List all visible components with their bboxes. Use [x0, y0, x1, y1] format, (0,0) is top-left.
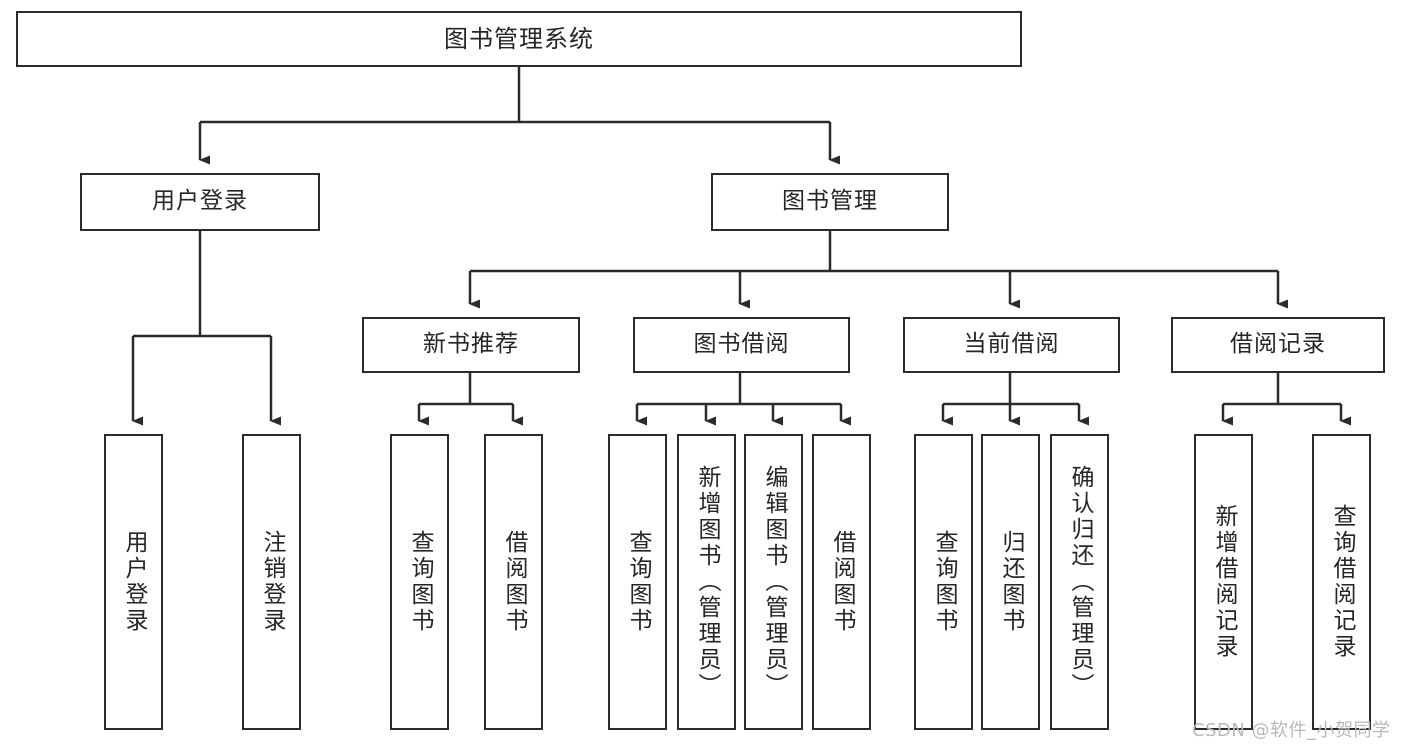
node-root-label: 图书管理系统	[444, 24, 594, 53]
node-new-book-recommend-label: 新书推荐	[423, 331, 519, 358]
leaf-return-book-label: 归还图书	[998, 530, 1024, 634]
leaf-edit-book-admin-label: 编辑图书（管理员）	[761, 465, 787, 699]
leaf-borrow-book-2-label: 借阅图书	[829, 530, 855, 634]
node-book-borrow[interactable]: 图书借阅	[633, 317, 850, 373]
leaf-query-borrow-record[interactable]: 查询借阅记录	[1312, 434, 1371, 730]
leaf-return-book[interactable]: 归还图书	[981, 434, 1040, 730]
leaf-user-login-label: 用户登录	[121, 530, 147, 634]
leaf-add-book-admin[interactable]: 新增图书（管理员）	[677, 434, 736, 730]
leaf-query-book-3[interactable]: 查询图书	[914, 434, 973, 730]
node-current-borrow[interactable]: 当前借阅	[903, 317, 1120, 373]
leaf-user-login[interactable]: 用户登录	[104, 434, 163, 730]
leaf-logout-login-label: 注销登录	[259, 530, 285, 634]
leaf-borrow-book-1-label: 借阅图书	[501, 530, 527, 634]
leaf-query-book-1[interactable]: 查询图书	[390, 434, 449, 730]
leaf-query-borrow-record-label: 查询借阅记录	[1329, 504, 1355, 660]
node-book-borrow-label: 图书借阅	[693, 331, 790, 358]
node-borrow-record[interactable]: 借阅记录	[1171, 317, 1385, 373]
node-book-manage[interactable]: 图书管理	[711, 173, 949, 231]
leaf-query-book-2[interactable]: 查询图书	[608, 434, 667, 730]
leaf-query-book-1-label: 查询图书	[407, 530, 433, 634]
node-user-login-label: 用户登录	[152, 188, 248, 215]
leaf-borrow-book-2[interactable]: 借阅图书	[812, 434, 871, 730]
node-book-manage-label: 图书管理	[782, 188, 878, 215]
node-current-borrow-label: 当前借阅	[963, 331, 1060, 358]
node-user-login[interactable]: 用户登录	[80, 173, 320, 231]
node-new-book-recommend[interactable]: 新书推荐	[362, 317, 580, 373]
leaf-confirm-return-admin[interactable]: 确认归还（管理员）	[1050, 434, 1109, 730]
leaf-add-borrow-record[interactable]: 新增借阅记录	[1194, 434, 1253, 730]
leaf-logout-login[interactable]: 注销登录	[242, 434, 301, 730]
node-root[interactable]: 图书管理系统	[16, 11, 1022, 67]
watermark-text: CSDN @软件_小贺同学	[1192, 720, 1391, 741]
leaf-add-borrow-record-label: 新增借阅记录	[1211, 504, 1237, 660]
leaf-query-book-3-label: 查询图书	[931, 530, 957, 634]
leaf-borrow-book-1[interactable]: 借阅图书	[484, 434, 543, 730]
leaf-query-book-2-label: 查询图书	[625, 530, 651, 634]
node-borrow-record-label: 借阅记录	[1230, 331, 1326, 358]
leaf-edit-book-admin[interactable]: 编辑图书（管理员）	[744, 434, 803, 730]
watermark: CSDN @软件_小贺同学	[1192, 716, 1391, 742]
leaf-confirm-return-admin-label: 确认归还（管理员）	[1067, 465, 1093, 699]
leaf-add-book-admin-label: 新增图书（管理员）	[694, 465, 720, 699]
